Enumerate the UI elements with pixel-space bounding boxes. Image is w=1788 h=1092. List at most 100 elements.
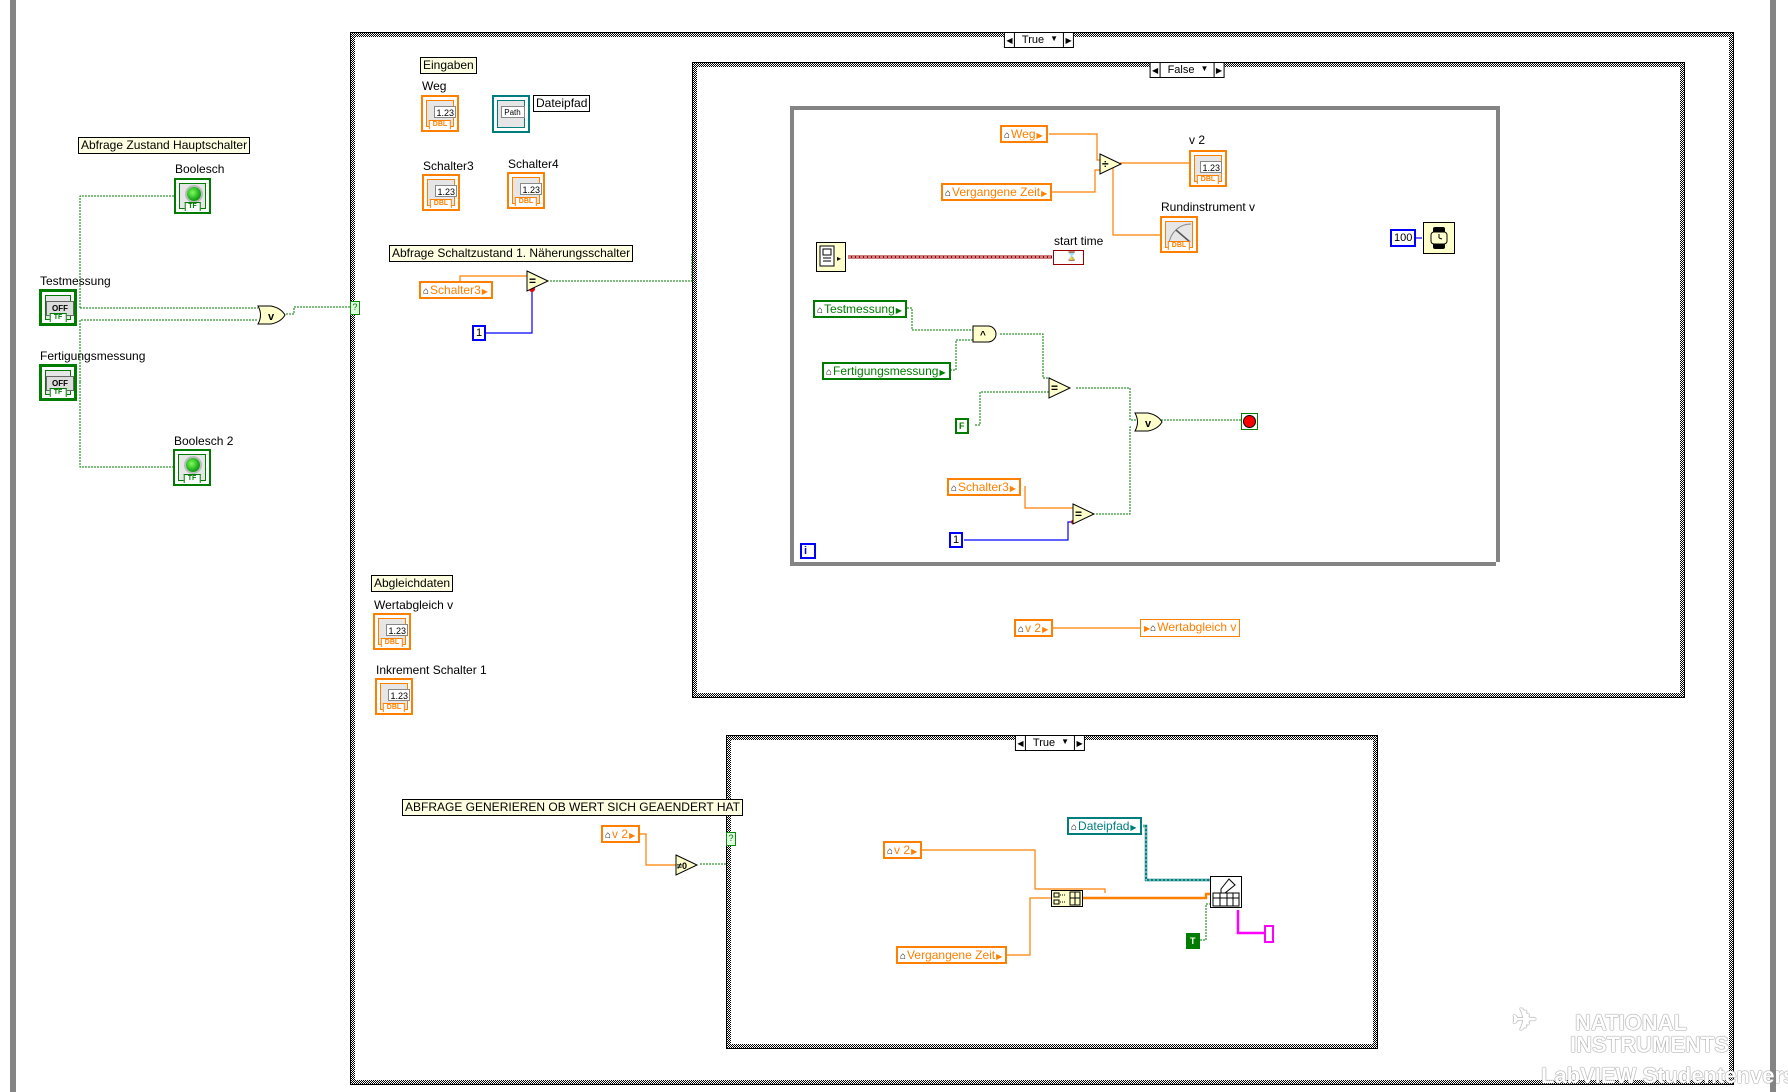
divide-primitive[interactable]: ÷ xyxy=(1099,153,1123,175)
output-arrow-icon: ▶ xyxy=(1042,625,1049,634)
case-selector-terminal[interactable]: ? xyxy=(350,301,360,315)
input-arrow-icon: ▶ xyxy=(1144,624,1151,633)
local-fertigungsmessung-read[interactable]: ⌂Fertigungsmessung▶ xyxy=(822,362,951,380)
wire-bool xyxy=(1000,333,1050,379)
or-gate-main[interactable]: v xyxy=(257,305,287,325)
dateipfad-control[interactable]: Path xyxy=(492,95,530,133)
wire-dbl xyxy=(1049,169,1100,193)
or-gate-loop[interactable]: v xyxy=(1134,412,1164,432)
increment-arrow-icon[interactable]: ▶ xyxy=(1063,33,1073,47)
schalter4-control[interactable]: 1.23 DBL xyxy=(507,172,545,209)
outer-case-value: True xyxy=(1021,34,1045,46)
start-time-label: start time xyxy=(1054,234,1104,248)
home-icon: ⌂ xyxy=(945,188,952,199)
local-schalter3-read-loop[interactable]: ⌂Schalter3▶ xyxy=(947,478,1021,496)
write-spreadsheet-function[interactable] xyxy=(1210,876,1242,908)
comment-main-switch: Abfrage Zustand Hauptschalter xyxy=(78,137,251,154)
decrement-arrow-icon[interactable]: ◀ xyxy=(1016,736,1026,750)
comment-calibration: Abgleichdaten xyxy=(371,575,454,592)
outer-case-selector[interactable]: ◀ True ▼ ▶ xyxy=(1003,32,1075,48)
wire-string xyxy=(1236,910,1266,935)
wire-bool xyxy=(79,195,258,309)
local-v2-read-case[interactable]: ⌂v 2▶ xyxy=(883,841,923,859)
wertabgleich-control[interactable]: 1.23 DBL xyxy=(373,613,411,650)
string-constant[interactable] xyxy=(1264,925,1274,943)
wire-dbl xyxy=(1049,133,1100,161)
tf-tag: TF xyxy=(183,474,201,483)
local-weg-read[interactable]: ⌂Weg▶ xyxy=(1000,125,1048,143)
not-equal-zero-primitive[interactable]: ≠0 xyxy=(675,854,699,876)
start-time-indicator[interactable]: ⌛ xyxy=(1053,250,1084,265)
boolesch-indicator[interactable]: TF xyxy=(174,178,211,214)
increment-arrow-icon[interactable]: ▶ xyxy=(1074,736,1084,750)
numeric-display: 1.23 xyxy=(434,106,456,118)
output-arrow-icon: ▶ xyxy=(939,368,946,377)
local-vergangene-zeit-read[interactable]: ⌂Vergangene Zeit▶ xyxy=(941,183,1053,201)
wait-ms-function[interactable] xyxy=(1423,222,1455,254)
local-v2-read-bottom[interactable]: ⌂v 2▶ xyxy=(601,825,641,843)
equal-primitive-bool[interactable]: = xyxy=(1048,377,1072,399)
home-icon: ⌂ xyxy=(887,846,894,857)
wire-dbl xyxy=(638,833,676,866)
false-constant[interactable]: F xyxy=(955,418,969,434)
dropdown-arrow-icon[interactable]: ▼ xyxy=(1061,737,1070,746)
decrement-arrow-icon[interactable]: ◀ xyxy=(1005,33,1015,47)
wristwatch-icon xyxy=(1430,227,1448,249)
true-constant[interactable]: T xyxy=(1186,933,1200,949)
numeric-display: 1.23 xyxy=(388,689,410,701)
boolesch-label: Boolesch xyxy=(175,162,225,176)
dropdown-arrow-icon[interactable]: ▼ xyxy=(1050,34,1059,43)
svg-text:^: ^ xyxy=(980,330,986,341)
comment-proximity: Abfrage Schaltzustand 1. Näherungsschalt… xyxy=(389,245,634,262)
local-schalter3-read[interactable]: ⌂Schalter3▶ xyxy=(419,281,493,299)
schalter3-control[interactable]: 1.23 DBL xyxy=(422,174,460,211)
dbl-tag: DBL xyxy=(428,120,452,129)
wire-dbl xyxy=(1083,892,1212,900)
output-arrow-icon: ▶ xyxy=(996,952,1003,961)
local-wertabgleich-write[interactable]: ▶⌂Wertabgleich v xyxy=(1140,619,1241,637)
weg-control[interactable]: 1.23 DBL xyxy=(421,95,459,132)
bottom-case-selector[interactable]: ◀ True▼ ▶ xyxy=(1014,735,1086,751)
home-icon: ⌂ xyxy=(1004,130,1011,141)
testmessung-control[interactable]: OFF TF xyxy=(39,289,77,326)
dropdown-arrow-icon[interactable]: ▼ xyxy=(1200,64,1209,73)
wire-bool xyxy=(950,339,975,371)
case-selector-terminal-bottom[interactable]: ? xyxy=(726,832,736,846)
home-icon: ⌂ xyxy=(951,483,958,494)
local-testmessung-read[interactable]: ⌂Testmessung▶ xyxy=(813,300,907,318)
rundinstrument-indicator[interactable]: DBL xyxy=(1160,216,1198,253)
middle-case-value: False xyxy=(1167,64,1195,76)
stop-terminal[interactable] xyxy=(1241,413,1258,430)
home-icon: ⌂ xyxy=(817,305,824,316)
middle-case-structure[interactable] xyxy=(692,62,1685,698)
decrement-arrow-icon[interactable]: ◀ xyxy=(1151,63,1161,77)
while-loop[interactable] xyxy=(790,106,1500,566)
wait-ms-constant[interactable]: 100 xyxy=(1390,229,1417,247)
local-dateipfad-read[interactable]: ⌂Dateipfad▶ xyxy=(1067,817,1142,835)
middle-case-selector[interactable]: ◀ False ▼ ▶ xyxy=(1149,62,1225,78)
wire-bool xyxy=(286,306,352,315)
equal-primitive[interactable]: = xyxy=(526,270,550,292)
home-icon: ⌂ xyxy=(900,951,907,962)
get-date-time-function[interactable]: ▸ xyxy=(816,242,846,272)
constant-one-loop[interactable]: 1 xyxy=(949,532,964,548)
constant-one[interactable]: 1 xyxy=(472,325,487,341)
local-vergangene-zeit-read-case[interactable]: ⌂Vergangene Zeit▶ xyxy=(896,946,1008,964)
timestamp-icon: ⌛ xyxy=(1066,251,1078,261)
inkrement-control[interactable]: 1.23 DBL xyxy=(375,678,413,715)
left-window-edge xyxy=(10,0,16,1092)
home-icon: ⌂ xyxy=(826,367,833,378)
v2-indicator[interactable]: 1.23 DBL xyxy=(1189,150,1227,187)
local-v2-read[interactable]: ⌂v 2▶ xyxy=(1014,619,1054,637)
and-gate[interactable]: ^ xyxy=(972,325,998,343)
write-spreadsheet-icon xyxy=(1212,878,1240,907)
boolesch2-indicator[interactable]: TF xyxy=(173,449,211,486)
increment-arrow-icon[interactable]: ▶ xyxy=(1213,63,1223,77)
build-array-function[interactable] xyxy=(1051,890,1083,907)
equal-primitive-loop[interactable]: = xyxy=(1072,503,1096,525)
output-arrow-icon: ▶ xyxy=(1041,189,1048,198)
fertigungsmessung-control[interactable]: OFF TF xyxy=(39,364,77,401)
output-arrow-icon: ▶ xyxy=(1036,131,1043,140)
output-arrow-icon: ▶ xyxy=(895,306,902,315)
